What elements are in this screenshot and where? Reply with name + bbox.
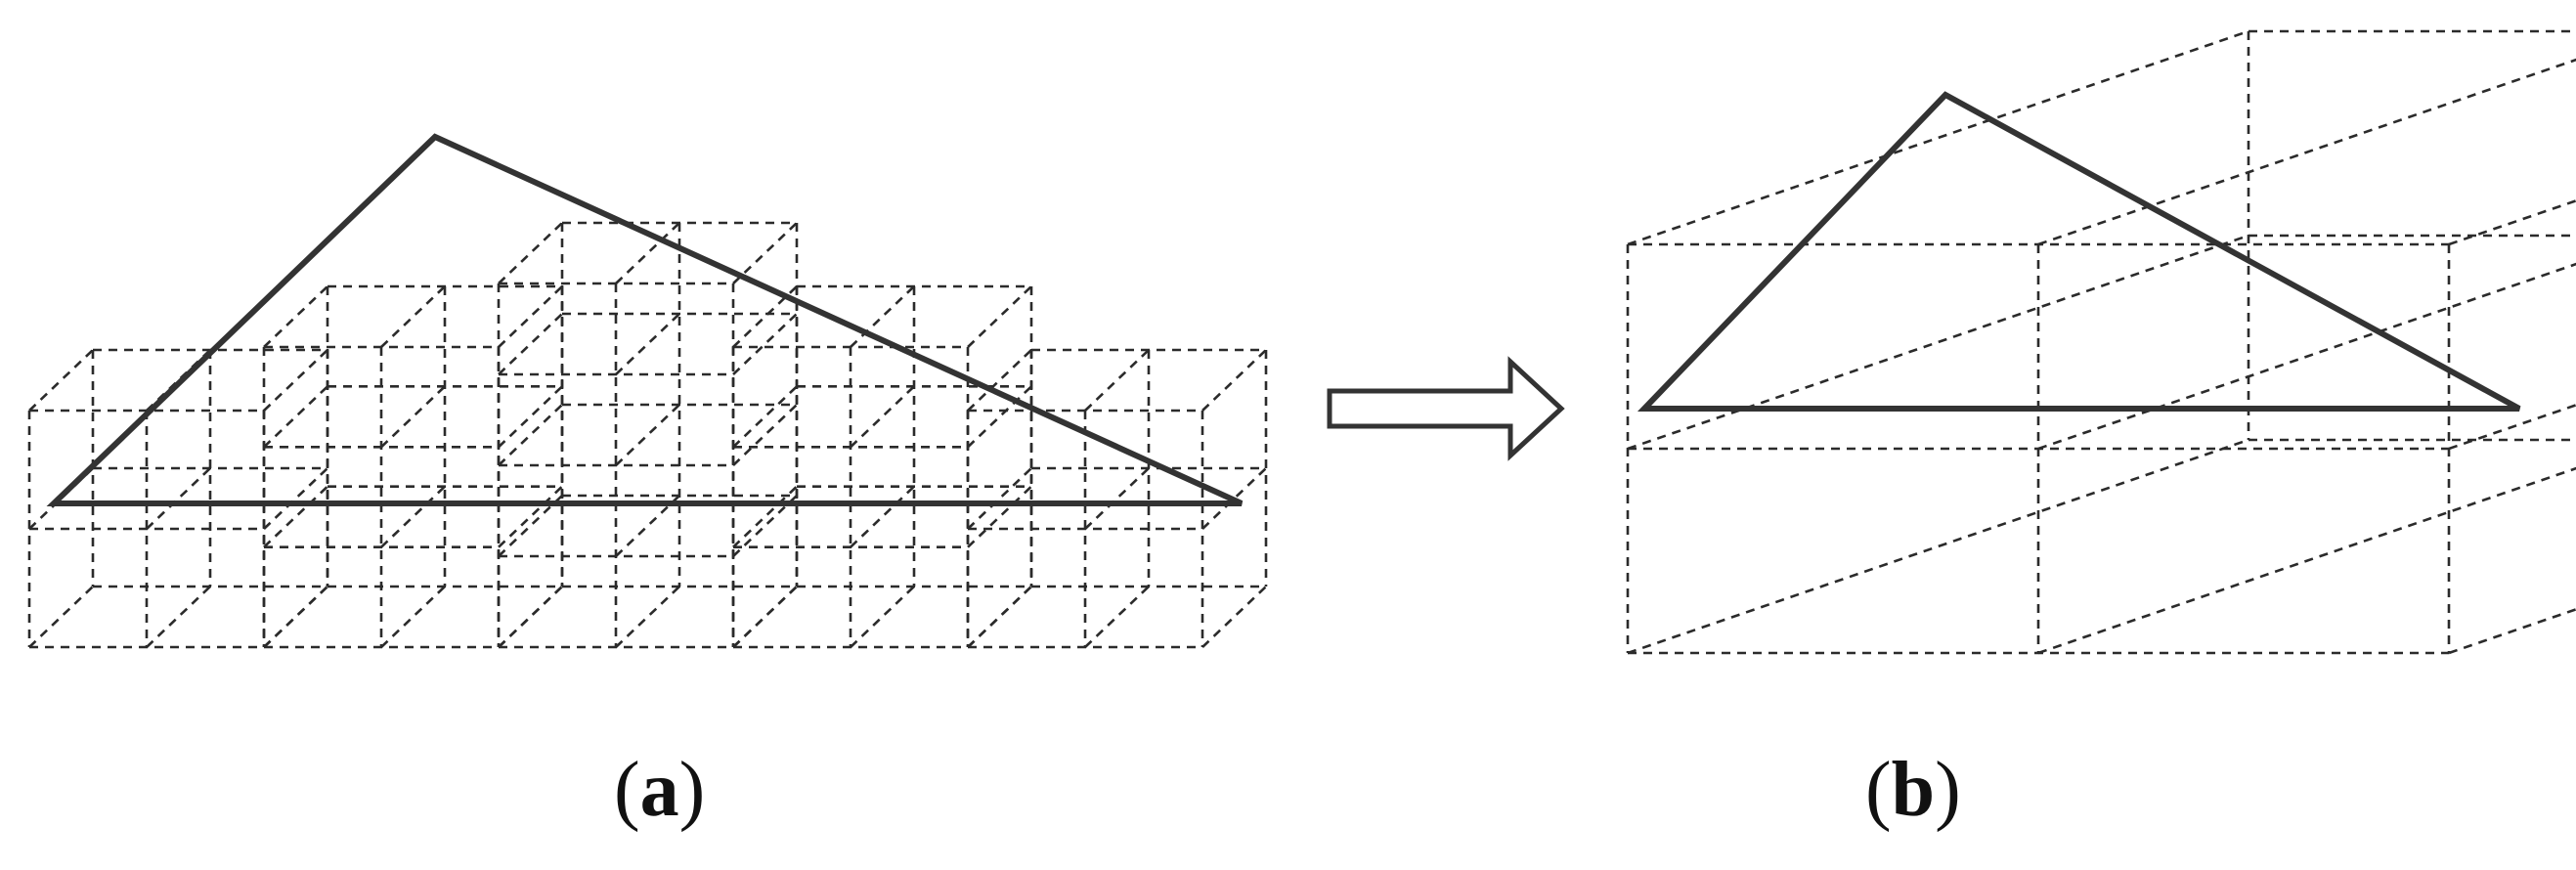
panel-a-voxel-column-2-line: [263, 586, 328, 648]
panel-a-voxel-column-3-line: [732, 404, 798, 466]
panel-a-voxel-column-1-line: [263, 467, 328, 530]
panel-a-voxel-grid: [27, 221, 1268, 649]
panel-a-voxel-column-3-line: [498, 222, 563, 284]
panel-a-voxel-column-1-line: [146, 586, 211, 648]
right-arrow-icon: [1327, 356, 1565, 461]
panel-b-voxel-block-line: [2037, 466, 2576, 655]
panel-a-voxel-column-4-line: [967, 586, 1032, 648]
caption-a: (a): [614, 751, 705, 829]
panel-a-voxel-column-3-line: [615, 404, 680, 466]
panel-a-voxel-column-3-line: [498, 404, 563, 466]
panel-a-voxel-column-3-line: [615, 586, 680, 648]
panel-a-voxel-column-1-line: [28, 349, 94, 412]
panel-a-voxel-column-4-line: [732, 385, 798, 449]
panel-a-voxel-column-2-line: [498, 385, 563, 449]
panel-b-voxel-block-line: [1627, 438, 2249, 655]
panel-a-voxel-column-2-line: [380, 586, 446, 648]
panel-a-voxel-column-3-line: [498, 313, 563, 375]
panel-a-voxel-column-2-line: [498, 485, 563, 548]
panel-a-voxel-column-2-line: [498, 586, 563, 648]
panel-a-voxel-column-5-line: [967, 467, 1032, 530]
panel-a-voxel-column-2-line: [380, 285, 446, 348]
panel-a-voxel-column-4-line: [967, 285, 1032, 348]
panel-a-voxel-column-3-line: [498, 586, 563, 648]
panel-b-voxel-block-line: [2448, 403, 2576, 451]
panel-a-voxel-column-2-line: [380, 485, 446, 548]
panel-a-voxel-column-2-line: [263, 385, 328, 449]
panel-a-voxel-column-2-line: [380, 385, 446, 449]
panel-a-voxel-column-3-line: [615, 313, 680, 375]
panel-a-voxel-column-5-line: [1201, 586, 1267, 648]
caption-b-close-paren: ): [1935, 747, 1961, 833]
panel-a-voxel-column-5-line: [1201, 349, 1267, 412]
panel-b-voxel-block-line: [2037, 262, 2576, 451]
panel-b-voxel-block-line: [2448, 607, 2576, 655]
caption-a-close-paren: ): [678, 747, 706, 833]
panel-a-voxel-column-4-line: [732, 586, 798, 648]
panel-a-voxel-column-5-line: [967, 586, 1032, 648]
panel-a-voxel-column-3-line: [732, 313, 798, 375]
panel-a-voxel-column-5-line: [1084, 349, 1150, 412]
panel-a-voxel-column-2-line: [263, 485, 328, 548]
panel-a-voxel-column-1-line: [263, 586, 328, 648]
panel-a-voxel-column-3-line: [732, 586, 798, 648]
panel-a-voxel-column-4-line: [850, 485, 915, 548]
panel-b-voxel-block-line: [1627, 234, 2249, 451]
panel-a-voxel-column-1-line: [28, 586, 94, 648]
caption-a-open-paren: (: [614, 747, 640, 833]
caption-a-letter: a: [639, 747, 679, 833]
panel-b-voxel-block-line: [2037, 58, 2576, 246]
panel-a-voxel-column-2-line: [498, 285, 563, 348]
caption-b: (b): [1865, 751, 1961, 829]
caption-b-letter: b: [1891, 747, 1936, 833]
panel-a-voxel-column-1-line: [146, 467, 211, 530]
panel-a-voxel-column-4-line: [967, 485, 1032, 548]
panel-a-voxel-column-1-line: [263, 349, 328, 412]
caption-b-open-paren: (: [1865, 747, 1892, 833]
panel-a-voxel-column-5-line: [1084, 467, 1150, 530]
panel-b-triangle: [1637, 91, 2521, 412]
panel-b-voxel-grid: [1626, 29, 2576, 655]
panel-a-triangle: [46, 133, 1244, 506]
panel-a-voxel-column-4-line: [850, 586, 915, 648]
panel-b-voxel-block-line: [2448, 198, 2576, 246]
panel-a-voxel-column-5-line: [1084, 586, 1150, 648]
panel-a-voxel-column-4-line: [850, 385, 915, 449]
